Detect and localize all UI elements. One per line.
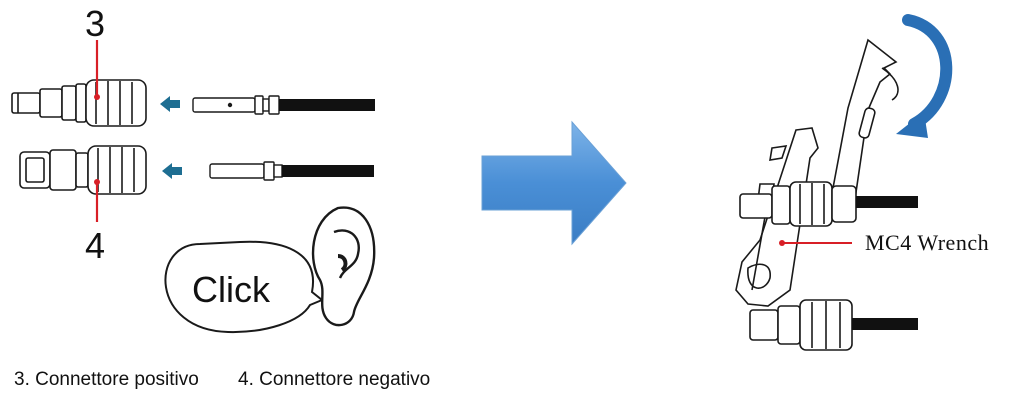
caption-positive: 3. Connettore positivo — [14, 369, 199, 390]
cable-wrench — [856, 196, 918, 208]
metal-pin-top — [192, 95, 280, 115]
metal-pin-bottom — [209, 161, 283, 181]
label-number-3: 3 — [85, 3, 106, 44]
positive-connector — [11, 79, 147, 127]
caption-negative: 4. Connettore negativo — [238, 369, 431, 390]
ear-icon — [311, 206, 376, 327]
rotate-arrow-icon — [896, 14, 953, 138]
wrench-label: MC4 Wrench — [865, 230, 990, 255]
cable-below-wrench — [852, 318, 918, 330]
cable-top — [279, 99, 375, 111]
connector-in-wrench — [739, 181, 857, 227]
click-text: Click — [192, 269, 270, 310]
small-arrow-icon-top — [160, 96, 180, 112]
small-arrow-icon-bottom — [162, 163, 182, 179]
cable-bottom — [282, 165, 374, 177]
mc4-wrench-upper — [829, 38, 899, 207]
connector-below-wrench — [749, 299, 853, 351]
right-arrow-icon — [481, 120, 627, 246]
label-number-4: 4 — [85, 225, 106, 266]
negative-connector — [19, 145, 147, 195]
speech-bubble — [164, 240, 324, 334]
